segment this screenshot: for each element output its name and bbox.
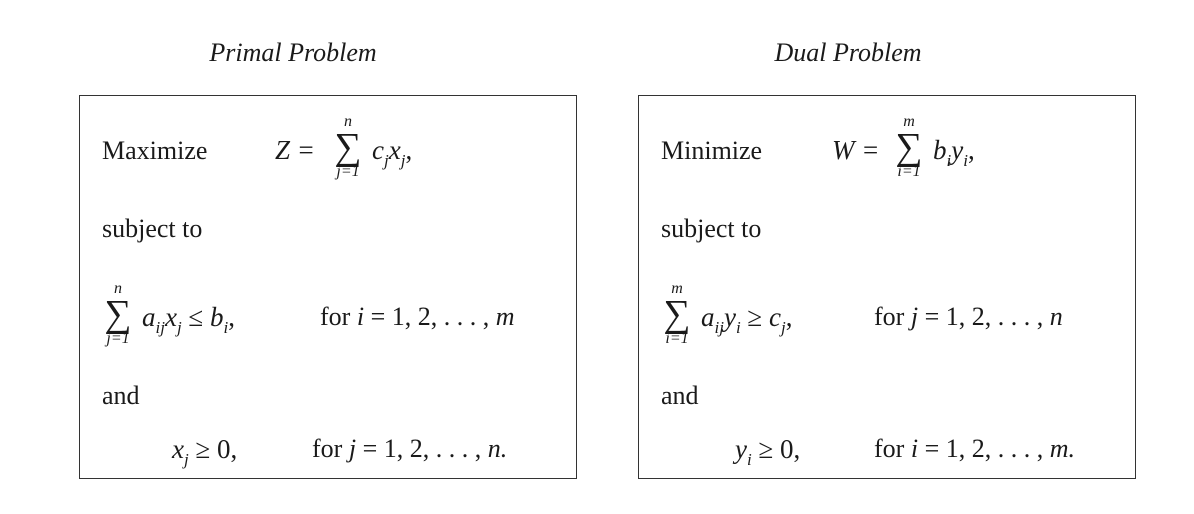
primal-constraint-sum-lower: j=1	[106, 330, 130, 347]
primal-objective-term: cjxj,	[372, 135, 413, 170]
dual-nonneg-range: for i = 1, 2, . . . , m.	[874, 434, 1076, 463]
dual-objective-sum-upper: m	[903, 113, 915, 130]
dual-constraint-sum-lower: i=1	[665, 330, 689, 347]
primal-box: Maximize Z = n ∑ j=1 cjxj, subject to n …	[79, 95, 577, 479]
dual-constraint-range: for j = 1, 2, . . . , n	[874, 302, 1063, 331]
primal-title: Primal Problem	[209, 38, 377, 67]
dual-objective-lhs: W =	[832, 135, 880, 165]
dual-constraint-sum-upper: m	[671, 280, 683, 297]
primal-objective-sum-upper: n	[344, 113, 352, 130]
primal-objective-sum-lower: j=1	[336, 163, 360, 180]
sigma-icon: ∑	[334, 126, 362, 168]
dual-title: Dual Problem	[774, 38, 922, 67]
primal-objective-word: Maximize	[102, 136, 208, 165]
primal-nonneg-range: for j = 1, 2, . . . , n.	[312, 434, 508, 463]
dual-and: and	[661, 381, 699, 410]
dual-objective-sum: m ∑ i=1	[889, 114, 929, 180]
sigma-icon: ∑	[663, 293, 691, 335]
dual-objective-word: Minimize	[661, 136, 763, 165]
dual-constraint-sum: m ∑ i=1	[657, 281, 697, 347]
dual-constraint-expr: aijyi ≥ cj,	[701, 302, 793, 337]
primal-constraint-sum: n ∑ j=1	[98, 281, 138, 347]
primal-objective-lhs: Z =	[275, 135, 315, 165]
primal-and: and	[102, 381, 140, 410]
dual-objective-sum-lower: i=1	[897, 163, 921, 180]
sigma-icon: ∑	[104, 293, 132, 335]
primal-subject-to: subject to	[102, 214, 203, 243]
primal-constraint-sum-upper: n	[114, 280, 122, 297]
primal-constraint-expr: aijxj ≤ bi,	[142, 302, 235, 337]
dual-subject-to: subject to	[661, 214, 762, 243]
primal-objective-sum: n ∑ j=1	[328, 114, 368, 180]
sigma-icon: ∑	[895, 126, 923, 168]
dual-objective-term: biyi,	[933, 135, 975, 170]
primal-nonneg-expr: xj ≥ 0,	[172, 434, 238, 469]
dual-nonneg-expr: yi ≥ 0,	[735, 434, 801, 469]
dual-box: Minimize W = m ∑ i=1 biyi, subject to m …	[638, 95, 1136, 479]
primal-constraint-range: for i = 1, 2, . . . , m	[320, 302, 515, 331]
